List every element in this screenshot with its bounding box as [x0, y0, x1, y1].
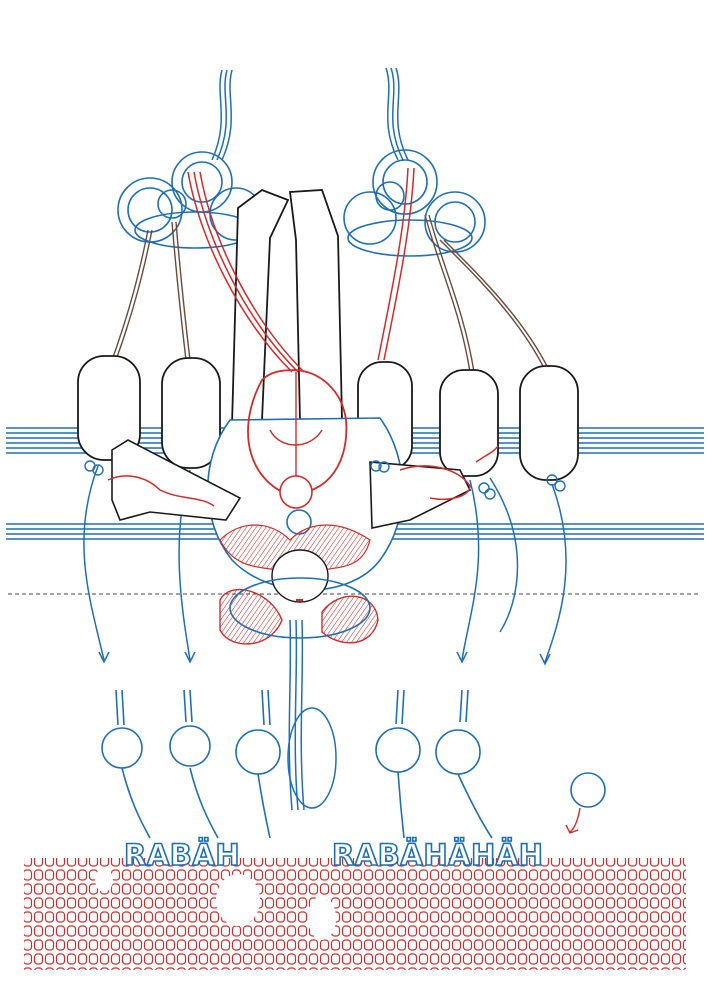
- lower-balls: [101, 689, 606, 839]
- arms: [111, 439, 472, 529]
- red-arrow: [565, 807, 581, 834]
- inverted-figure: [207, 369, 404, 645]
- hand-blobs: [84, 460, 566, 500]
- red-loop-texture: [24, 858, 686, 970]
- pod-strings: [111, 214, 550, 373]
- cord-bundle: [287, 619, 337, 811]
- legs: [231, 188, 343, 427]
- red-strings: [187, 167, 415, 373]
- right-rosette: [343, 149, 486, 257]
- word-left: RABÄH: [123, 837, 241, 873]
- drop-arrows: [83, 465, 567, 666]
- top-cords: [211, 67, 409, 161]
- pods: [77, 355, 579, 481]
- word-right: RABÄHÄHÄH: [331, 837, 544, 873]
- red-hands: [107, 445, 499, 507]
